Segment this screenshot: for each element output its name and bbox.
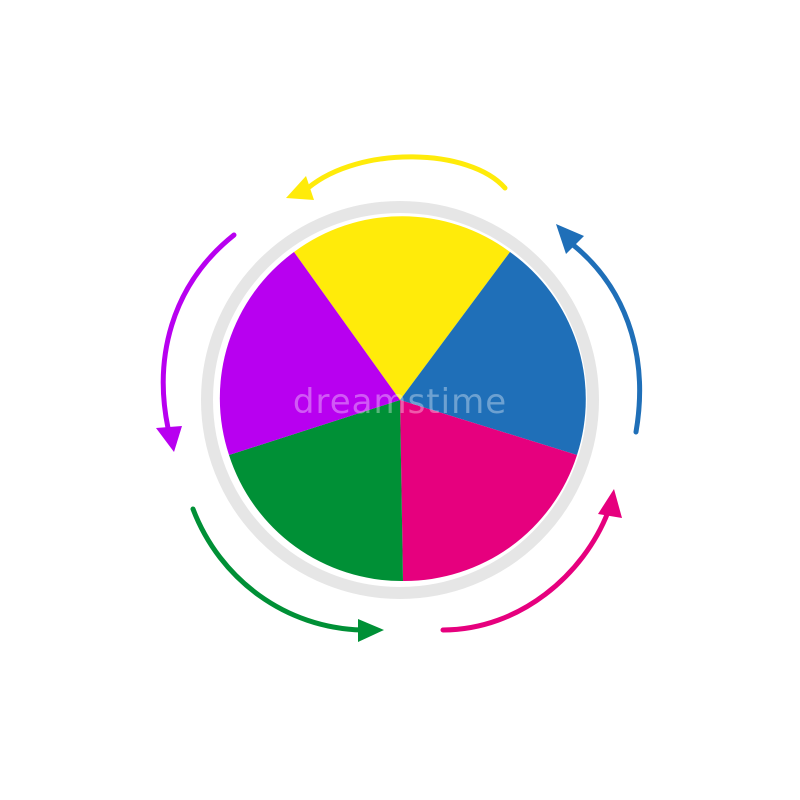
yellow-arrow (286, 154, 508, 200)
arrowhead-icon (358, 619, 384, 642)
green-arrow (190, 506, 384, 642)
blue-arrow (556, 224, 643, 435)
magenta-arrow (440, 489, 622, 633)
arrowhead-icon (598, 489, 622, 518)
arrowhead-icon (286, 176, 314, 200)
curved-arrow-icon (160, 232, 237, 431)
arrowhead-icon (156, 426, 182, 452)
blue-segment (400, 252, 586, 455)
green-segment (229, 400, 403, 582)
curved-arrow-icon (569, 241, 643, 435)
curved-arrow-icon (305, 154, 508, 191)
magenta-segment (400, 400, 577, 582)
purple-arrow (156, 232, 237, 452)
purple-segment (219, 252, 400, 455)
curved-arrow-icon (440, 509, 611, 633)
curved-arrow-icon (190, 506, 365, 633)
yellow-segment (294, 216, 510, 400)
arrowhead-icon (556, 224, 584, 254)
